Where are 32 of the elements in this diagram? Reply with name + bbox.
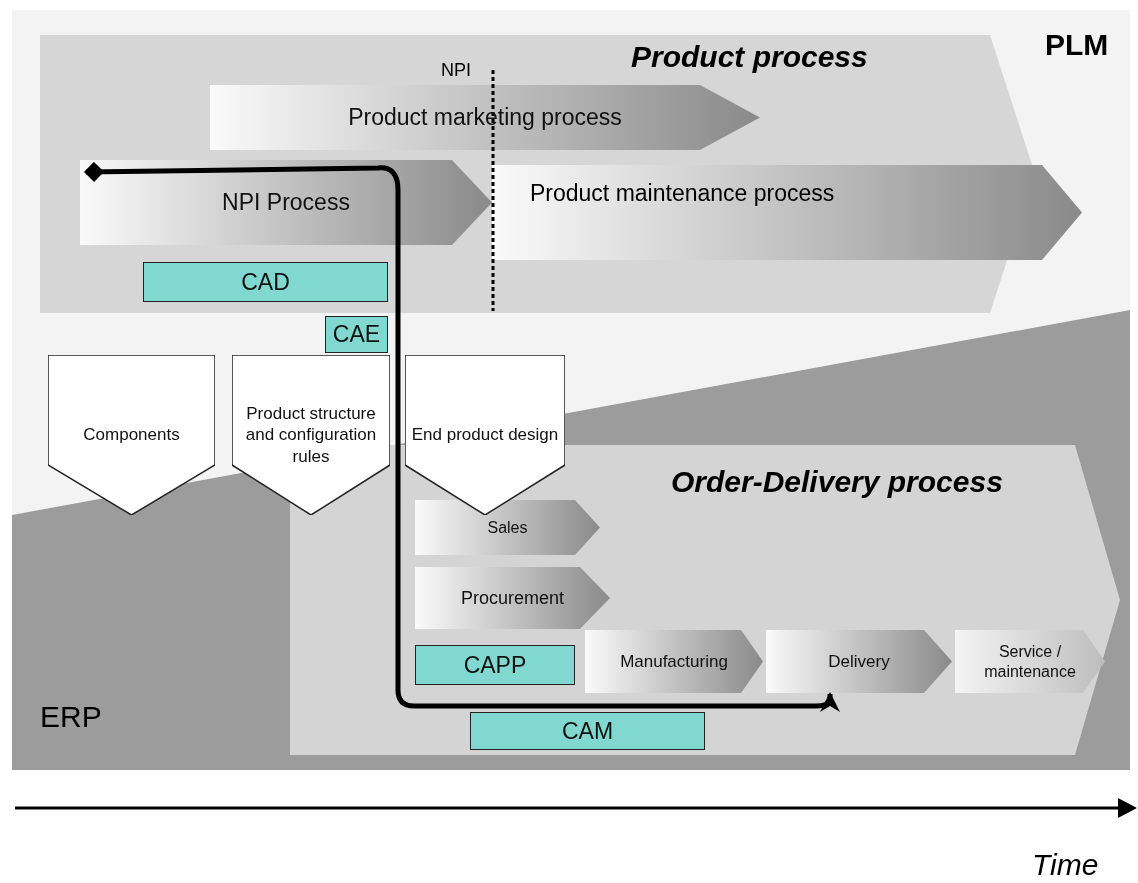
process-label: Delivery bbox=[827, 650, 891, 673]
process-label: Product maintenance process bbox=[529, 180, 836, 207]
process-banner bbox=[766, 630, 952, 693]
tool-box bbox=[143, 262, 388, 302]
tool-label: CAM bbox=[561, 716, 614, 746]
process-label: Procurement bbox=[459, 586, 565, 610]
milestone-label: NPI bbox=[441, 60, 471, 81]
tool-label: CAPP bbox=[463, 650, 527, 680]
tool-label: CAD bbox=[241, 267, 290, 297]
axis-label: Time bbox=[1032, 848, 1099, 882]
tool-box bbox=[470, 712, 705, 750]
process-label: Product process bbox=[630, 40, 869, 74]
process-label: Product marketing process bbox=[347, 103, 623, 132]
process-label: End product design bbox=[410, 424, 560, 446]
process-banner bbox=[290, 445, 1120, 755]
region-label: PLM bbox=[1045, 28, 1109, 62]
flow-arrow bbox=[84, 161, 840, 712]
process-label: NPI Process bbox=[221, 188, 351, 217]
process-banner bbox=[210, 85, 760, 150]
process-banner bbox=[492, 165, 1082, 260]
process-banner bbox=[585, 630, 763, 693]
process-banner bbox=[955, 630, 1105, 693]
process-label: Sales bbox=[486, 517, 529, 538]
tool-label: CAE bbox=[332, 320, 381, 349]
process-label: Service / maintenance bbox=[983, 641, 1077, 682]
process-banner bbox=[415, 567, 610, 629]
process-label: Manufacturing bbox=[619, 650, 729, 673]
region-label: ERP bbox=[40, 700, 102, 734]
process-label: Product structure and configuration rules bbox=[244, 403, 378, 467]
process-label: Components bbox=[82, 424, 181, 446]
process-label: Order-Delivery process bbox=[670, 465, 1004, 499]
tool-box bbox=[415, 645, 575, 685]
